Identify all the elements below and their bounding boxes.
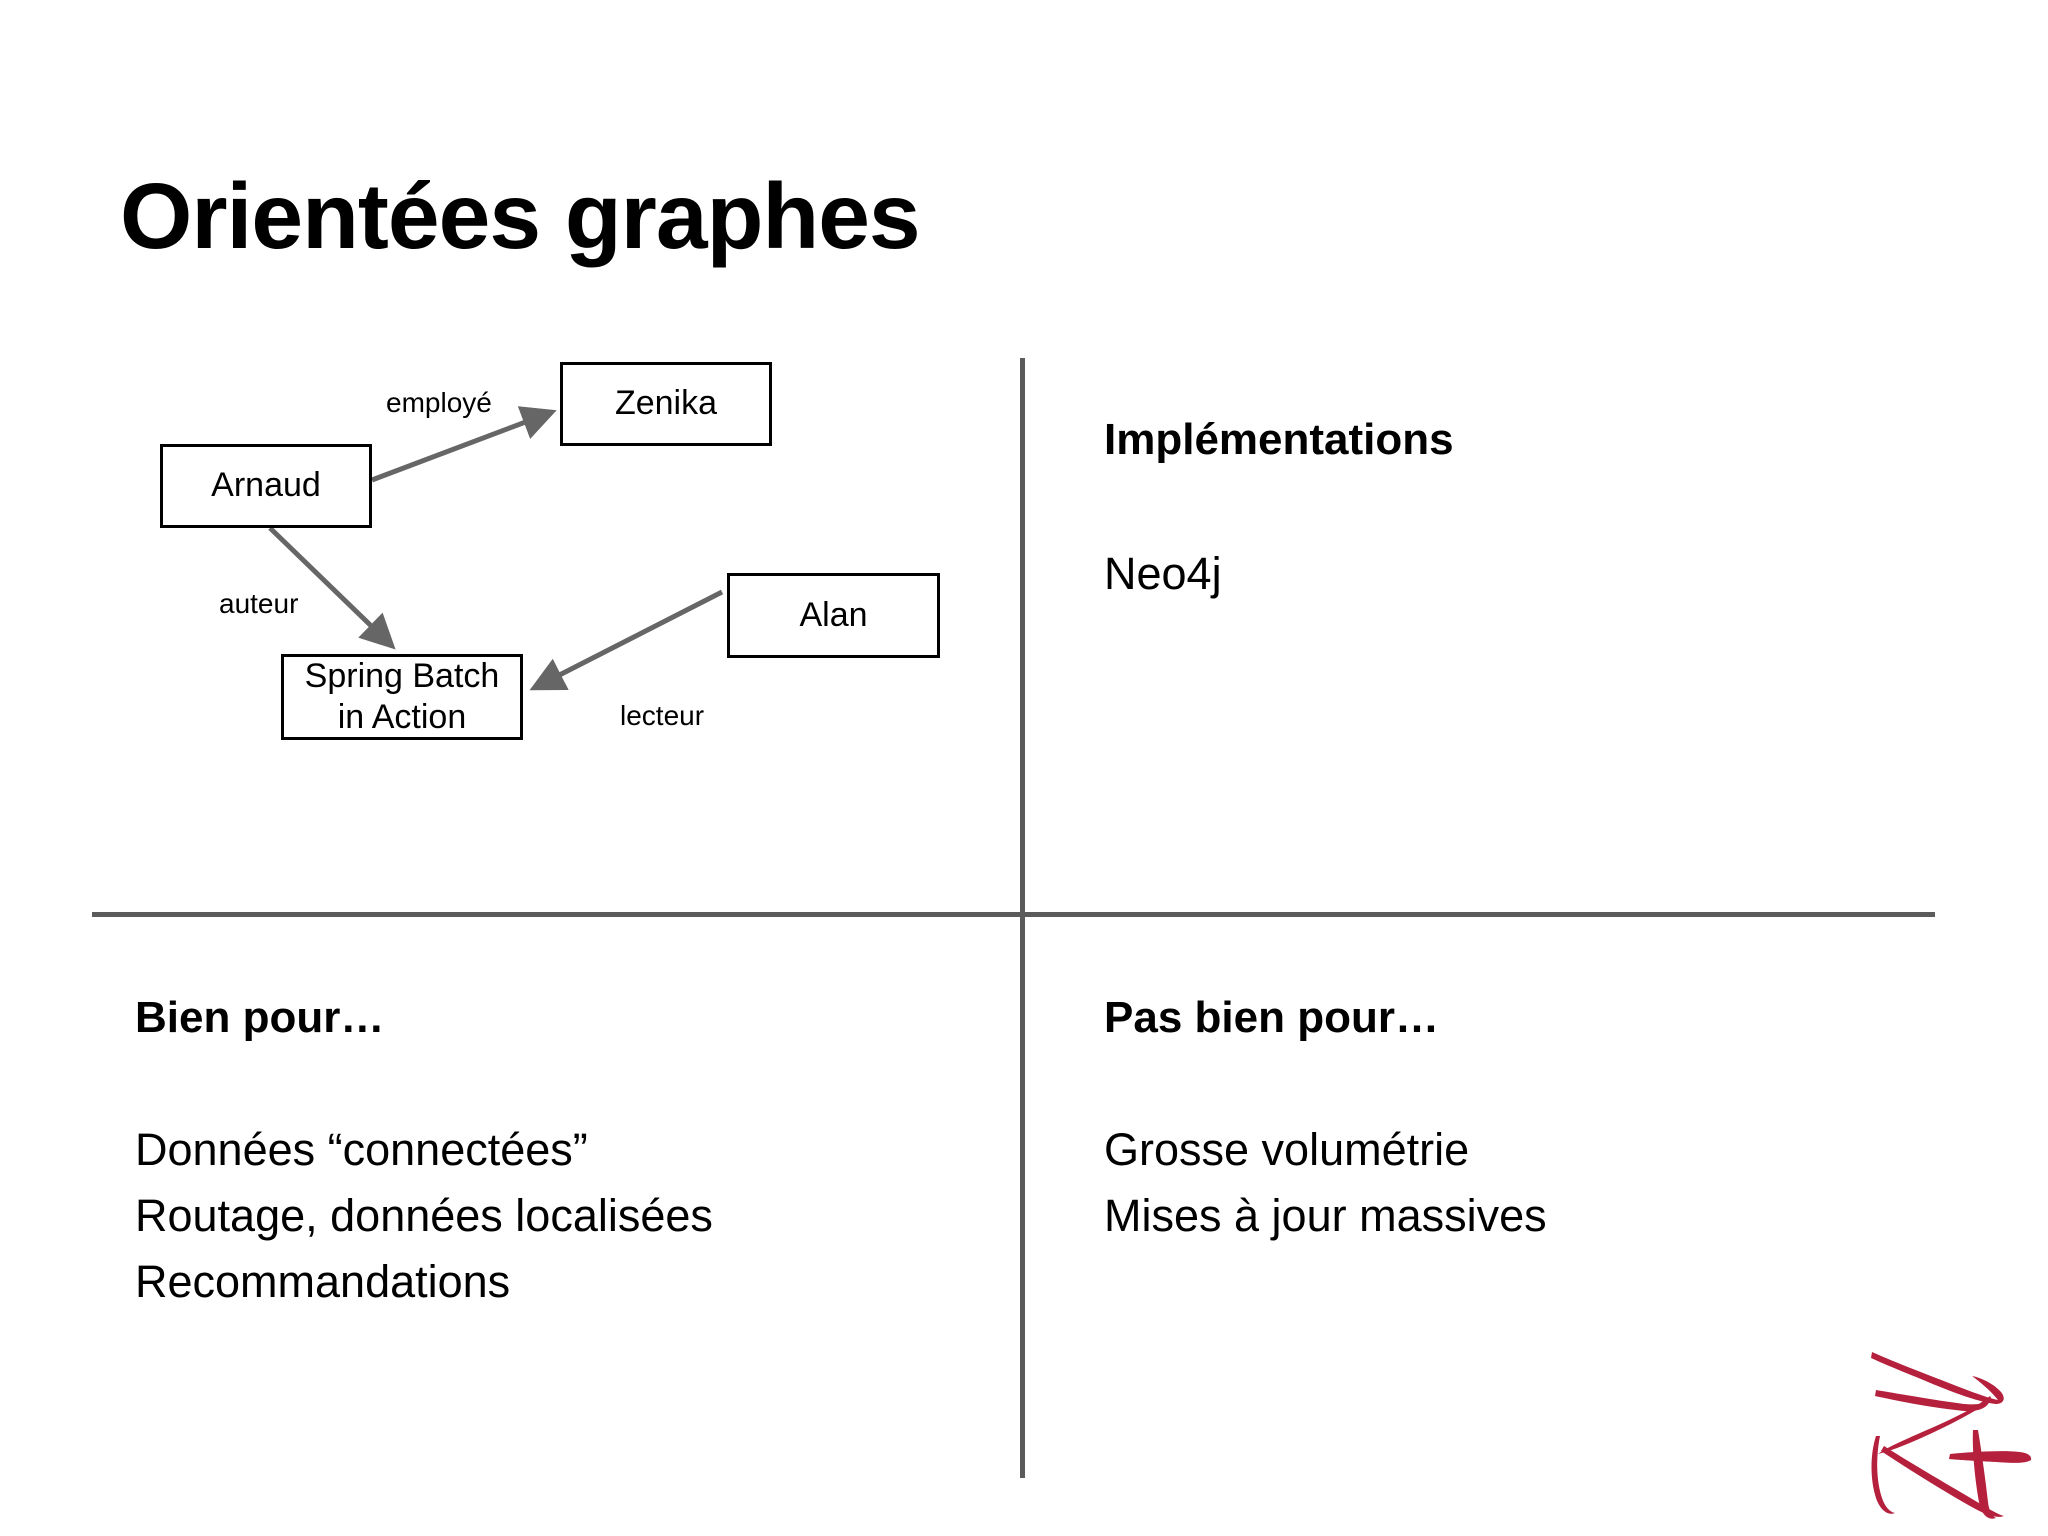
graph-edges-layer	[268, 406, 724, 691]
heading-implementations: Implémentations	[1104, 415, 1454, 464]
heading-bien-pour: Bien pour…	[135, 993, 385, 1042]
vertical-divider	[1020, 358, 1025, 1478]
body-implementations: Neo4j	[1104, 548, 1222, 599]
body-bien-pour: Données “connectées” Routage, données lo…	[135, 1124, 713, 1308]
body-pas-bien-pour: Grosse volumétrie Mises à jour massives	[1104, 1124, 1547, 1242]
edge-label-auteur: auteur	[219, 588, 299, 619]
graph-node-alan[interactable]: Alan	[727, 573, 940, 658]
zenika-logo	[1868, 1338, 2034, 1524]
heading-pas-bien-pour: Pas bien pour…	[1104, 993, 1439, 1042]
page-title: Orientées graphes	[120, 164, 921, 268]
edge-label-lecteur: lecteur	[620, 700, 705, 731]
graph-diagram: Arnaud Zenika Spring Batch in Action Ala…	[0, 330, 1010, 790]
horizontal-divider	[92, 912, 1935, 917]
edge-arnaud-spring	[268, 526, 396, 650]
zenika-logo-icon	[1871, 1352, 2032, 1519]
edge-label-employe: employé	[386, 387, 492, 418]
graph-node-arnaud[interactable]: Arnaud	[160, 444, 372, 528]
graph-node-zenika[interactable]: Zenika	[560, 362, 772, 446]
edge-arnaud-zenika	[371, 406, 557, 483]
edge-alan-spring	[529, 589, 724, 691]
graph-node-spring-batch-in-action[interactable]: Spring Batch in Action	[281, 654, 523, 740]
